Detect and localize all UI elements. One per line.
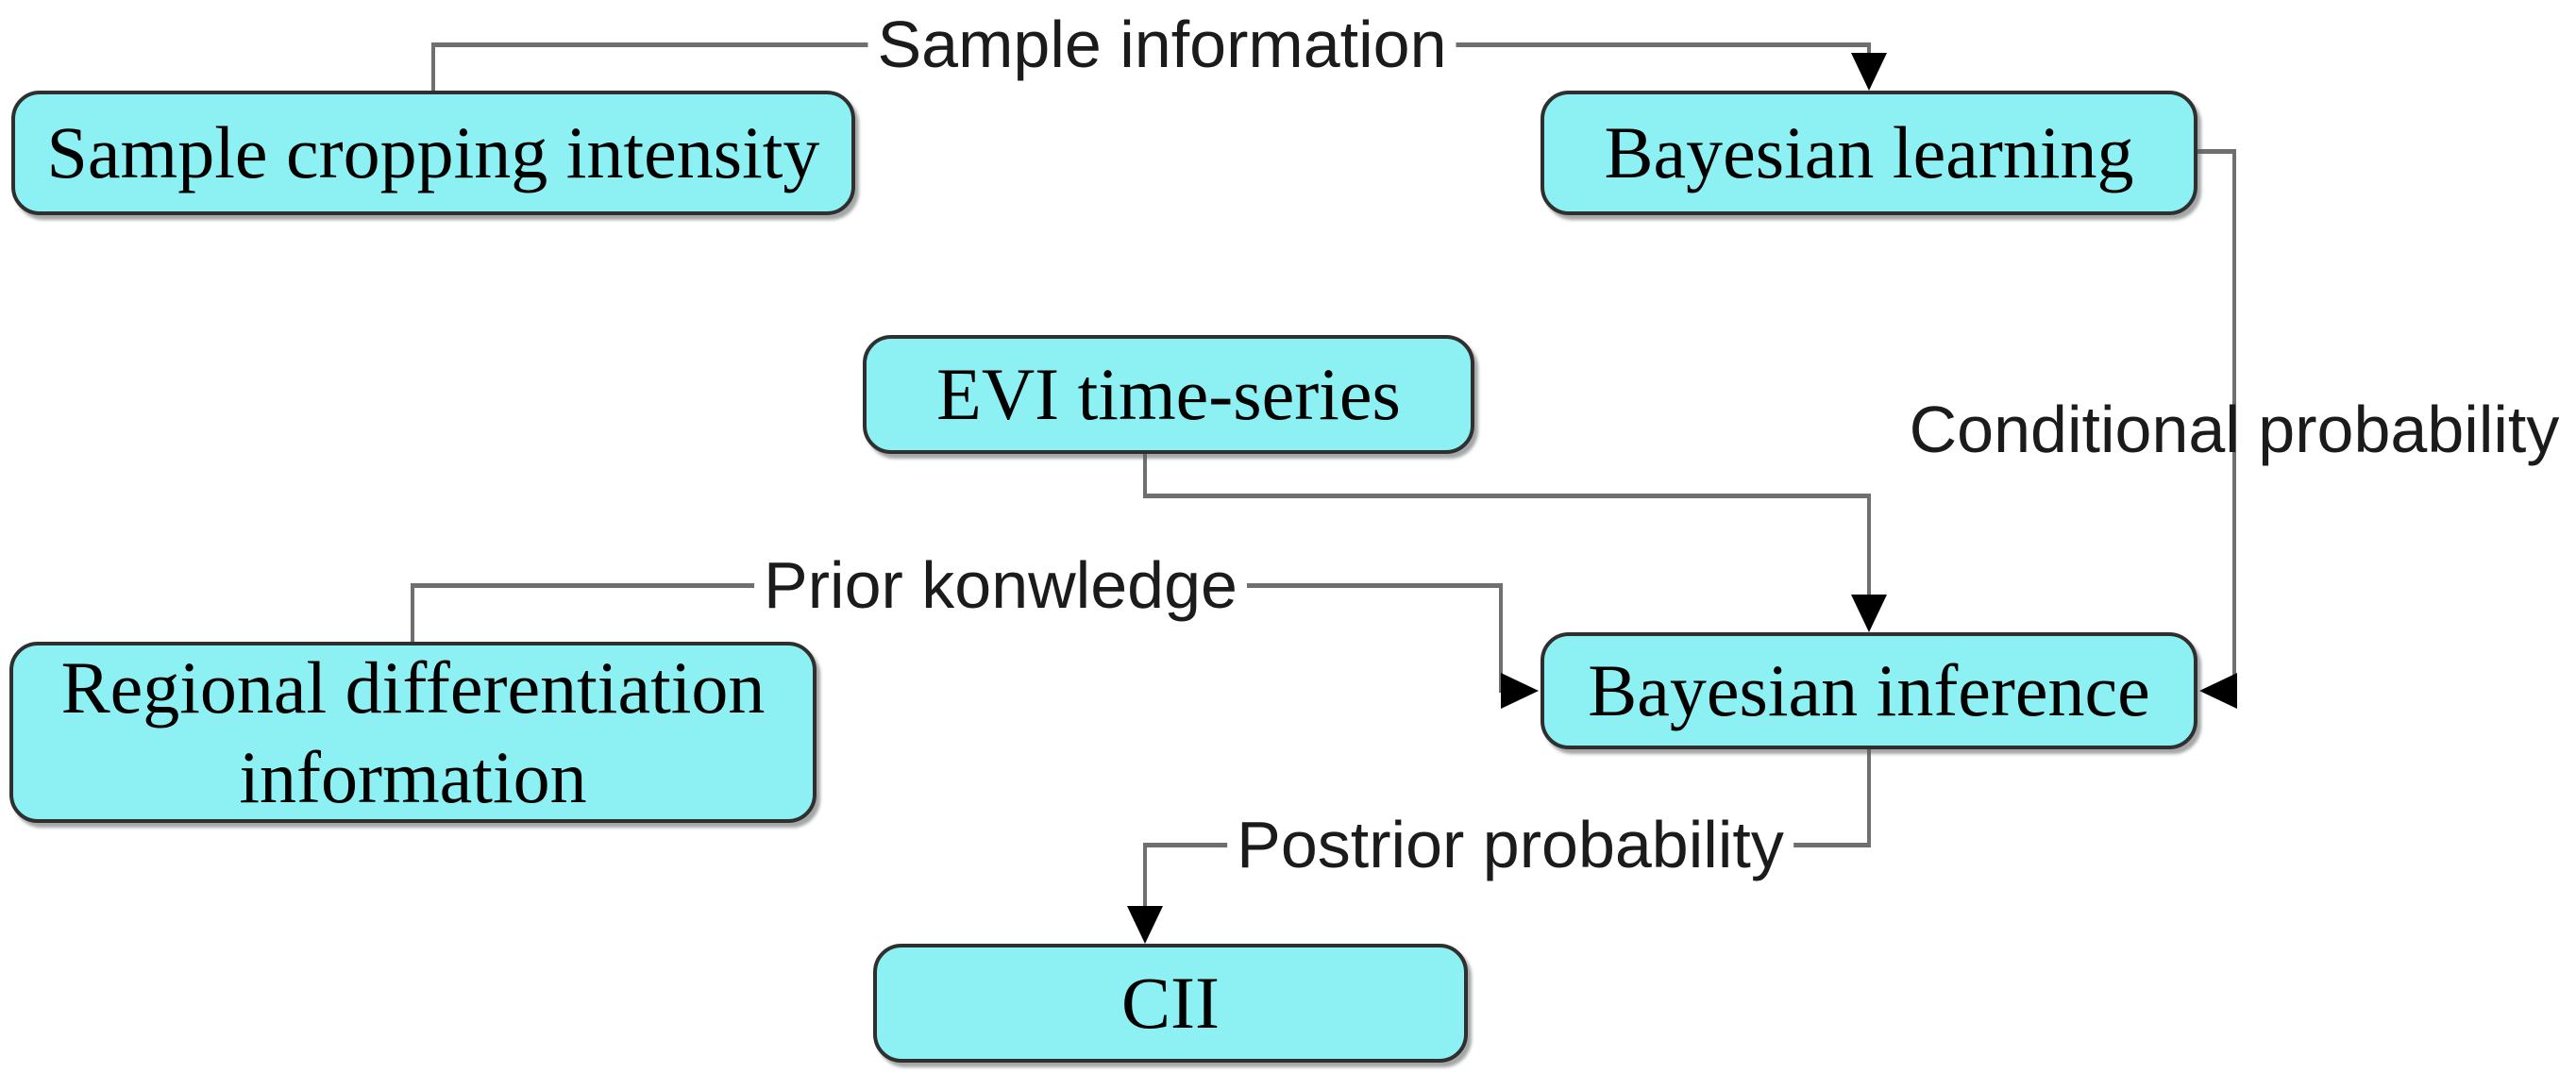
node-bayesian-learning: Bayesian learning xyxy=(1541,91,2197,215)
edge-evi-to-inference-segment xyxy=(1867,494,1871,596)
edge-evi-to-inference-segment xyxy=(1143,494,1871,498)
node-regional-differentiation-information: Regional differentiation information xyxy=(9,642,817,823)
arrowhead-down-icon xyxy=(1851,53,1887,91)
edge-postrior-probability-segment xyxy=(1143,843,1147,908)
edge-prior-knowledge-segment xyxy=(1499,583,1503,693)
edge-label-sample-information: Sample information xyxy=(867,7,1456,82)
node-bayesian-inference: Bayesian inference xyxy=(1541,632,2197,749)
arrowhead-down-icon xyxy=(1127,906,1163,944)
edge-conditional-probability-segment xyxy=(2232,149,2236,693)
edge-label-conditional-probability: Conditional probability xyxy=(1909,393,2560,466)
edge-prior-knowledge-segment xyxy=(411,587,414,642)
edge-label-postrior-probability: Postrior probability xyxy=(1227,807,1793,882)
edge-postrior-probability-segment xyxy=(1867,749,1871,847)
node-evi-time-series: EVI time-series xyxy=(863,335,1474,454)
edge-sample-information-segment xyxy=(431,44,435,91)
edge-conditional-probability-segment xyxy=(2197,149,2236,154)
edge-sample-information-segment xyxy=(1867,42,1871,58)
arrowhead-down-icon xyxy=(1851,595,1887,632)
arrowhead-right-icon xyxy=(1501,673,1539,709)
node-sample-cropping-intensity: Sample cropping intensity xyxy=(11,91,855,215)
arrowhead-left-icon xyxy=(2199,673,2237,709)
edge-evi-to-inference-segment xyxy=(1143,454,1147,497)
edge-label-prior-knowledge: Prior konwledge xyxy=(754,547,1247,623)
node-cii: CII xyxy=(873,944,1468,1063)
